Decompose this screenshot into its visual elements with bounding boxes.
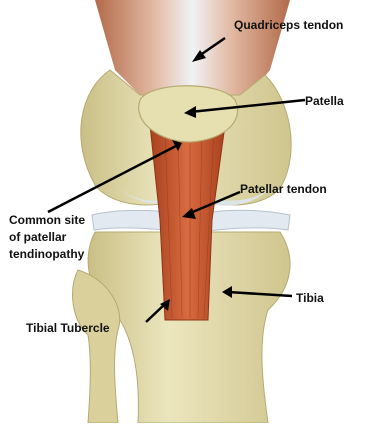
label-quadriceps-tendon: Quadriceps tendon (234, 18, 343, 33)
label-patellar-tendon: Patellar tendon (240, 182, 327, 197)
label-common-site-line1: Common site (9, 213, 85, 228)
label-tibial-tubercle: Tibial Tubercle (26, 321, 110, 336)
label-tibia: Tibia (296, 291, 324, 306)
label-patella: Patella (305, 94, 344, 109)
label-common-site-line2: of patellar (9, 230, 66, 245)
label-common-site-line3: tendinopathy (9, 247, 84, 262)
